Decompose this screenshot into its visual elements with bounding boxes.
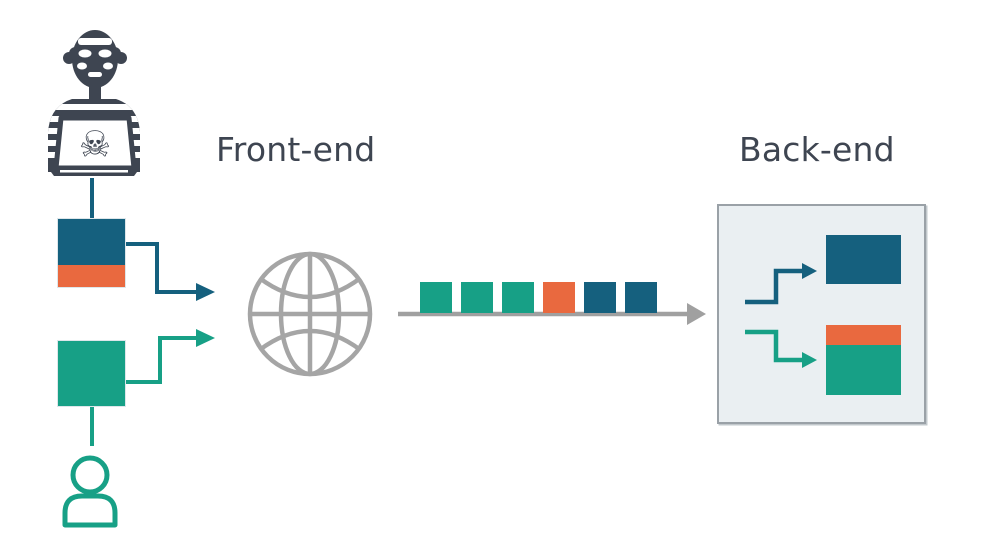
backend-routing-arrows bbox=[745, 263, 817, 368]
backend-route-arrow-teal bbox=[745, 329, 803, 363]
backend-route-arrowhead-teal bbox=[802, 352, 817, 368]
hacker-skull-laptop-icon: ☠ bbox=[48, 30, 140, 176]
backend-request-2-main-segment bbox=[826, 345, 901, 395]
backend-request-2-smuggled-segment bbox=[826, 325, 901, 345]
hacker-mouth bbox=[88, 72, 102, 77]
packet-block-teal bbox=[502, 282, 534, 313]
backend-route-arrowhead-blue bbox=[802, 263, 817, 279]
backend-box bbox=[717, 204, 926, 424]
attacker-request-arrow-line bbox=[126, 242, 197, 294]
globe-icon bbox=[247, 251, 373, 377]
packet-block-teal bbox=[420, 282, 452, 313]
user-request-block bbox=[57, 340, 126, 407]
attacker-request-block bbox=[57, 218, 126, 288]
backend-request-2-block bbox=[826, 325, 901, 395]
backend-route-arrow-blue bbox=[745, 268, 803, 305]
skull-crossbones-icon: ☠ bbox=[79, 125, 111, 166]
attacker-request-arrowhead bbox=[196, 283, 215, 301]
hacker-eye bbox=[98, 49, 112, 58]
attacker-request-smuggled-segment bbox=[58, 264, 125, 287]
front-end-title: Front-end bbox=[216, 130, 376, 169]
user-request-arrowhead bbox=[196, 329, 215, 347]
stream-arrowhead bbox=[687, 303, 706, 325]
packet-stream bbox=[420, 282, 657, 313]
packet-block-teal bbox=[461, 282, 493, 313]
hacker-eye bbox=[78, 49, 92, 58]
user-request-arrow-line bbox=[126, 336, 197, 384]
packet-block-blue bbox=[625, 282, 657, 313]
back-end-title: Back-end bbox=[739, 130, 895, 169]
packet-block-blue bbox=[584, 282, 616, 313]
backend-request-1-block bbox=[826, 235, 901, 284]
person-icon bbox=[62, 455, 118, 528]
hacker-mask bbox=[69, 47, 121, 60]
packet-block-orange bbox=[543, 282, 575, 313]
attacker-request-main-segment bbox=[58, 219, 125, 265]
